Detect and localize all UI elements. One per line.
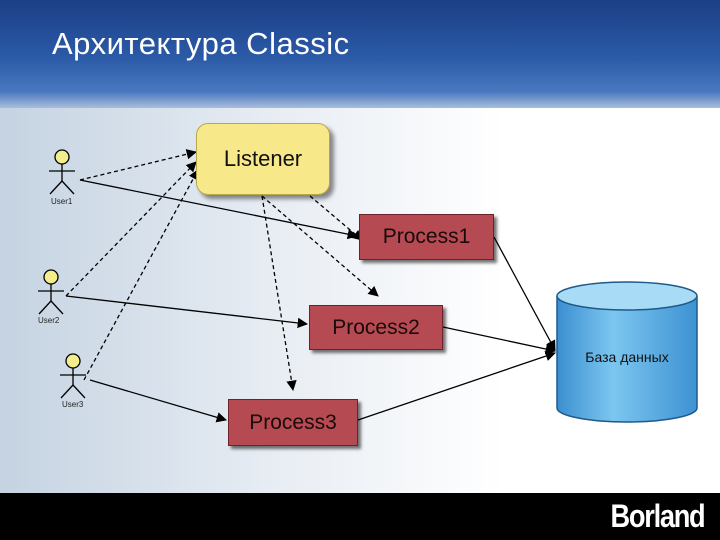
listener-process1-link — [309, 195, 363, 241]
user1-process1-link — [79, 179, 359, 240]
user1-actor-icon — [49, 149, 75, 195]
user3-actor-icon — [60, 353, 86, 399]
process2-db-link — [442, 326, 557, 355]
listener-box: Listener — [196, 123, 330, 195]
user3-label: User3 — [62, 400, 84, 409]
process1-db-link — [493, 236, 556, 351]
user1-label: User1 — [51, 197, 73, 206]
slide-footer: Borland — [0, 493, 720, 540]
user2-listener-link — [65, 161, 197, 297]
process1-box: Process1 — [359, 214, 494, 260]
user2-process2-link — [65, 295, 309, 329]
process2-box: Process2 — [309, 305, 443, 350]
process3-box: Process3 — [228, 399, 358, 446]
user3-listener-link — [83, 169, 199, 381]
process3-db-link — [357, 351, 556, 421]
slide-header: Архитектура Classic — [0, 0, 720, 108]
user1-listener-link — [79, 149, 198, 181]
listener-process2-link — [261, 195, 379, 297]
listener-process3-link — [261, 195, 297, 392]
user2-actor-icon — [38, 269, 64, 315]
database-label: База данных — [585, 349, 669, 365]
user3-process3-link — [89, 379, 227, 423]
borland-logo: Borland — [610, 498, 705, 534]
database-cylinder — [556, 281, 698, 423]
slide-title: Архитектура Classic — [52, 26, 350, 61]
user2-label: User2 — [38, 316, 60, 325]
